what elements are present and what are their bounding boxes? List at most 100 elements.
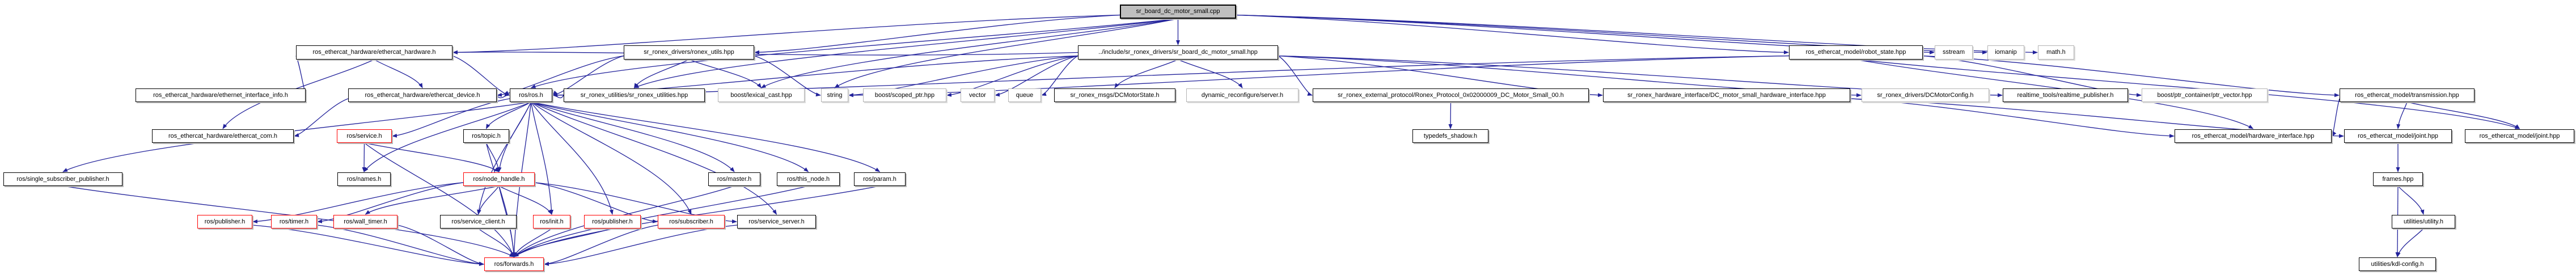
graph-node[interactable]: sstream [1935, 45, 1973, 60]
include-edge [995, 55, 1078, 97]
include-edge [513, 228, 552, 257]
include-edge [531, 101, 735, 172]
graph-node[interactable]: iomanip [1987, 45, 2024, 60]
graph-node[interactable]: ros/service_client.h [440, 215, 517, 229]
graph-node[interactable]: realtime_tools/realtime_publisher.h [2003, 88, 2128, 102]
graph-node[interactable]: ros/subscriber.h [658, 215, 725, 229]
include-edge [2406, 101, 2520, 129]
graph-node[interactable]: ros/init.h [533, 215, 570, 229]
graph-node[interactable]: ros/forwards.h [484, 257, 544, 271]
include-edge [2396, 101, 2408, 129]
graph-node[interactable]: ros/names.h [337, 172, 391, 186]
include-edge [531, 101, 809, 172]
include-edge [1114, 59, 1178, 88]
include-edge [848, 55, 1790, 98]
include-edge [531, 101, 881, 172]
include-edge [1278, 55, 1313, 96]
include-edge [362, 142, 366, 172]
include-edge [317, 182, 464, 223]
include-edge [754, 55, 821, 97]
graph-node[interactable]: utilities/utility.h [2392, 215, 2455, 229]
graph-node[interactable]: boost/lexical_cast.hpp [718, 88, 805, 102]
include-edge [452, 14, 1120, 54]
graph-node[interactable]: ros/publisher.h [197, 215, 252, 229]
graph-node[interactable]: ros_ethercat_hardware/ethercat_com.h [152, 129, 294, 143]
include-edge [485, 142, 516, 257]
graph-node[interactable]: dynamic_reconfigure/server.h [1186, 88, 1298, 102]
graph-node[interactable]: ros/master.h [708, 172, 760, 186]
graph-node[interactable]: ros/service_server.h [737, 215, 816, 229]
include-edge [1922, 55, 2340, 98]
include-edge [477, 185, 500, 215]
graph-node[interactable]: sr_ronex_hardware_interface/DC_motor_sma… [1603, 88, 1850, 102]
include-edge [498, 185, 552, 215]
graph-node[interactable]: queue [1008, 88, 1041, 102]
include-edge [62, 185, 515, 257]
graph-node[interactable]: ros/service.h [337, 129, 392, 143]
graph-node[interactable]: math.h [2038, 45, 2074, 60]
include-edge [1236, 14, 1789, 54]
include-edge [1448, 101, 1453, 129]
include-edge [397, 225, 484, 266]
graph-node[interactable]: ros/ros.h [510, 88, 552, 102]
include-edge [252, 225, 484, 266]
graph-node[interactable]: ros/param.h [854, 172, 906, 186]
graph-node[interactable]: sr_ronex_drivers/DCMotorConfig.h [1862, 88, 1989, 102]
include-edge [633, 18, 1178, 88]
include-edge [946, 55, 1078, 97]
graph-node[interactable]: utilities/kdl-config.h [2359, 257, 2436, 271]
include-edge [531, 101, 777, 215]
graph-node[interactable]: ros/topic.h [463, 129, 509, 143]
graph-node[interactable]: ros_ethercat_hardware/ethernet_interface… [136, 88, 306, 102]
include-edge [544, 225, 658, 266]
include-edge [633, 59, 690, 88]
include-edge [688, 59, 762, 88]
graph-node[interactable]: frames.hpp [2373, 172, 2423, 186]
include-edge [2332, 98, 2340, 137]
graph-node[interactable]: ros_ethercat_hardware/ethercat_device.h [348, 88, 497, 102]
graph-node[interactable]: ros_ethercat_model/hardware_interface.hp… [2175, 129, 2332, 143]
include-edge [363, 101, 531, 172]
include-edge [485, 142, 501, 172]
graph-node[interactable]: sr_ronex_drivers/ronex_utils.hpp [624, 45, 754, 60]
graph-node[interactable]: ros/publisher.h [584, 215, 641, 229]
include-edge [364, 142, 515, 257]
include-edge [531, 101, 692, 215]
include-edge [2397, 185, 2425, 215]
graph-node[interactable]: vector [961, 88, 995, 102]
graph-node[interactable]: ros/single_subscriber_publisher.h [3, 172, 122, 186]
include-edge [552, 90, 564, 99]
graph-node[interactable]: ros/wall_timer.h [333, 215, 397, 229]
graph-node[interactable]: ros/node_handle.h [463, 172, 535, 186]
graph-node[interactable]: ros_ethercat_model/transmission.hpp [2340, 88, 2475, 102]
include-edge [834, 18, 1178, 88]
graph-node[interactable]: ros_ethercat_model/joint.hpp [2344, 129, 2452, 143]
graph-node[interactable]: ros/timer.h [271, 215, 317, 229]
include-edge [364, 142, 500, 172]
include-edge [485, 101, 531, 129]
graph-node[interactable]: ros_ethercat_model/robot_state.hpp [1789, 45, 1923, 60]
include-edge [2396, 228, 2424, 257]
include-edge [316, 225, 484, 266]
graph-node[interactable]: ../include/sr_ronex_drivers/sr_board_dc_… [1078, 45, 1278, 60]
graph-node[interactable]: ros_ethercat_model/joint.hpp [2465, 129, 2574, 143]
include-edge [496, 91, 510, 99]
include-edge [294, 98, 349, 137]
include-edge [513, 185, 809, 257]
include-edge [365, 185, 500, 215]
include-edge [392, 98, 510, 138]
graph-node[interactable]: sr_ronex_external_protocol/Ronex_Protoco… [1313, 88, 1589, 102]
graph-root-node[interactable]: sr_board_dc_motor_small.cpp [1120, 5, 1236, 19]
graph-node[interactable]: typedefs_shadow.h [1412, 129, 1488, 143]
graph-node[interactable]: boost/ptr_container/ptr_vector.hpp [2142, 88, 2268, 102]
graph-node[interactable]: string [821, 88, 848, 102]
graph-node[interactable]: boost/scoped_ptr.hpp [863, 88, 946, 102]
graph-node[interactable]: ros_ethercat_hardware/ethercat_hardware.… [296, 45, 452, 60]
include-edge [754, 14, 1120, 54]
graph-node[interactable]: sr_ronex_msgs/DCMotorState.h [1054, 88, 1175, 102]
include-edge [530, 101, 554, 215]
graph-node[interactable]: ros/this_node.h [777, 172, 840, 186]
include-edge [530, 101, 614, 215]
graph-node[interactable]: sr_ronex_utilities/sr_ronex_utilities.hp… [564, 88, 705, 102]
